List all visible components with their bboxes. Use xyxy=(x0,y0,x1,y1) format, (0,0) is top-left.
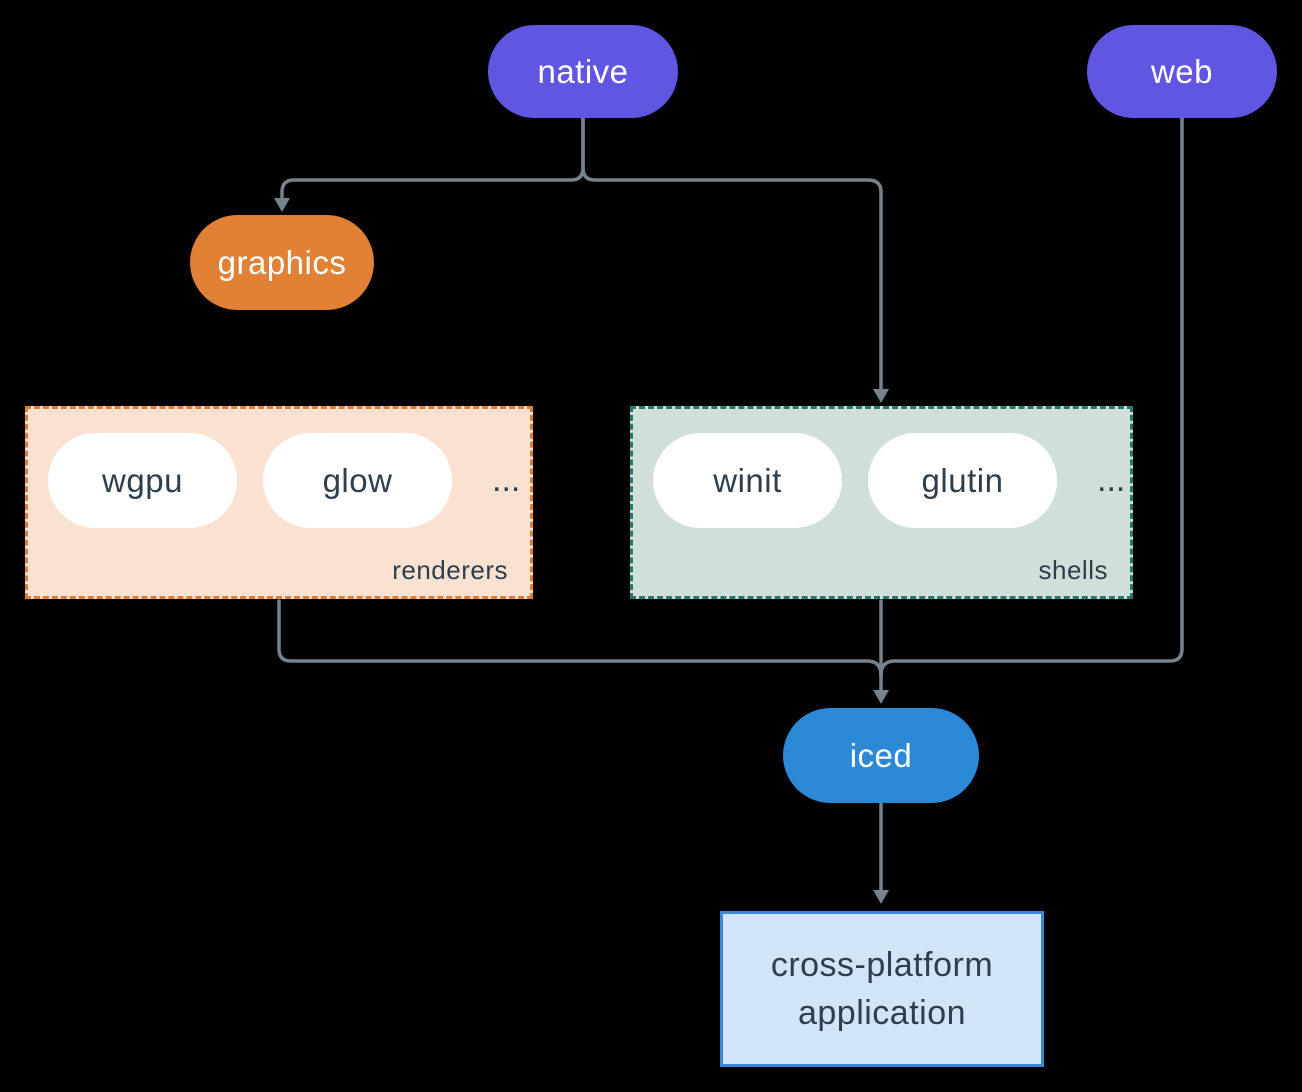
node-wgpu-label: wgpu xyxy=(102,461,183,499)
group-shells-label: shells xyxy=(1038,555,1108,585)
group-shells-row: winit glutin ... xyxy=(653,433,1130,528)
node-application-label: cross-platform application xyxy=(770,946,994,1032)
node-glutin-label: glutin xyxy=(921,461,1004,499)
node-graphics-label: graphics xyxy=(217,243,347,281)
node-wgpu: wgpu xyxy=(48,433,237,528)
node-iced-label: iced xyxy=(849,736,913,774)
node-glow: glow xyxy=(263,433,452,528)
node-iced: iced xyxy=(783,708,979,803)
node-web: web xyxy=(1087,25,1277,118)
group-shells: winit glutin ... shells xyxy=(630,406,1133,599)
node-cross-platform-application: cross-platform application xyxy=(720,911,1044,1067)
edge-native-to-shells xyxy=(581,116,883,391)
renderers-ellipsis: ... xyxy=(492,461,521,499)
node-native: native xyxy=(488,25,678,118)
node-native-label: native xyxy=(537,52,629,90)
edge-renderers-to-merge xyxy=(277,599,883,677)
node-web-label: web xyxy=(1150,52,1214,90)
node-graphics: graphics xyxy=(190,215,374,310)
arrowhead-into-graphics-icon xyxy=(274,198,290,212)
edge-native-to-graphics xyxy=(280,116,585,201)
shells-ellipsis: ... xyxy=(1097,461,1126,499)
node-winit: winit xyxy=(653,433,842,528)
arrowhead-into-application-icon xyxy=(873,890,889,904)
node-winit-label: winit xyxy=(713,461,782,499)
node-glow-label: glow xyxy=(322,461,393,499)
group-renderers-label: renderers xyxy=(392,555,508,585)
node-glutin: glutin xyxy=(868,433,1057,528)
group-renderers: wgpu glow ... renderers xyxy=(25,406,533,599)
arrowhead-into-iced-icon xyxy=(873,690,889,704)
group-renderers-row: wgpu glow ... xyxy=(48,433,530,528)
arrowhead-into-shells-icon xyxy=(873,389,889,403)
